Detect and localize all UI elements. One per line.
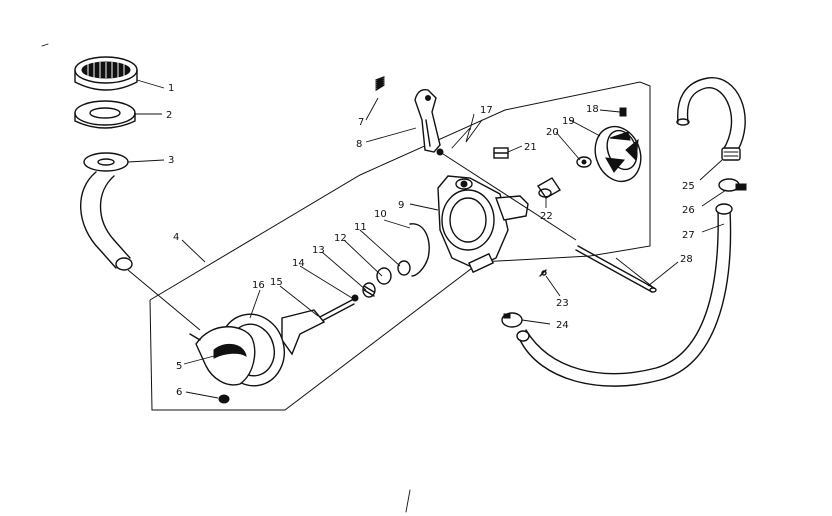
label-16: 16 [252, 280, 265, 291]
label-2: 2 [166, 110, 172, 121]
seal-stack [351, 260, 411, 302]
wire-clip [451, 119, 483, 149]
label-1: 1 [168, 83, 174, 94]
strainer-grill [74, 56, 138, 91]
assembly-boundary [149, 81, 651, 411]
label-5: 5 [176, 361, 182, 372]
label-13: 13 [312, 245, 325, 256]
label-4: 4 [173, 232, 179, 243]
hose-clamp [501, 312, 523, 328]
outlet-hose [516, 203, 733, 387]
washer [576, 156, 592, 168]
label-21: 21 [524, 142, 537, 153]
small-washer [539, 269, 547, 277]
label-23: 23 [556, 298, 569, 309]
label-28-right: 28 [680, 254, 693, 265]
drive-rod [575, 245, 657, 293]
inlet-hose [80, 171, 201, 331]
cover-screw [218, 394, 230, 404]
label-26: 26 [682, 205, 695, 216]
label-14: 14 [292, 258, 305, 269]
part-labels: 1 2 3 4 5 6 7 8 9 10 11 12 13 14 15 16 1… [166, 83, 695, 398]
label-20: 20 [546, 127, 559, 138]
leader-lines [127, 79, 727, 399]
pump-housing [437, 151, 577, 274]
label-17: 17 [480, 105, 493, 116]
label-3: 3 [168, 155, 174, 166]
label-12: 12 [334, 233, 347, 244]
label-7: 7 [358, 117, 364, 128]
front-cover [189, 313, 285, 387]
spring [375, 76, 385, 91]
label-9: 9 [398, 200, 404, 211]
small-block [493, 147, 509, 159]
cap-ring [74, 100, 136, 129]
label-10: 10 [374, 209, 387, 220]
label-15: 15 [270, 277, 283, 288]
label-18: 18 [586, 104, 599, 115]
label-24: 24 [556, 320, 569, 331]
bushing [537, 177, 561, 199]
bent-hose [676, 77, 746, 161]
label-19: 19 [562, 116, 575, 127]
label-22: 22 [540, 211, 553, 222]
small-screw [619, 107, 627, 117]
label-8: 8 [356, 139, 362, 150]
impeller-shaft [281, 299, 355, 356]
label-25: 25 [682, 181, 695, 192]
label-6: 6 [176, 387, 182, 398]
retaining-ring [409, 223, 430, 277]
upper-hose-clamp [718, 178, 747, 192]
scan-speck [41, 43, 49, 47]
impeller-wheel [594, 125, 642, 183]
gasket [83, 152, 129, 172]
label-11: 11 [354, 222, 367, 233]
label-27: 27 [682, 230, 695, 241]
lever [414, 89, 444, 156]
scan-mark [405, 489, 411, 513]
